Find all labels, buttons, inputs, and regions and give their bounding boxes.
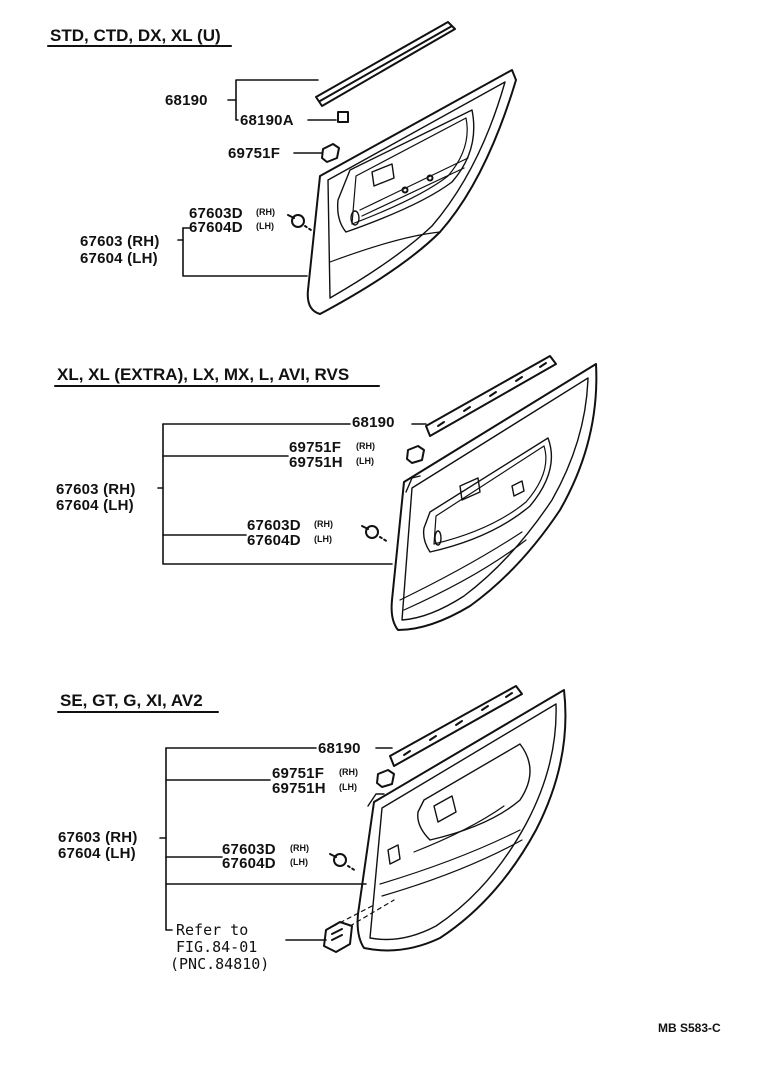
section-2-weatherstrip-68190 xyxy=(425,355,557,437)
reference-note-line-2: FIG.84-01 xyxy=(176,938,258,956)
section-2-clip-69751f xyxy=(406,445,425,464)
part-side-lh: (LH) xyxy=(356,456,374,466)
part-label-69751f: 69751F xyxy=(228,145,281,162)
section-1-screw-67603d xyxy=(287,214,312,231)
part-side-lh: (LH) xyxy=(256,221,274,231)
section-3-heading: SE, GT, G, XI, AV2 xyxy=(60,691,203,710)
part-label-67603: 67603 (RH) xyxy=(58,829,138,846)
part-side-lh: (LH) xyxy=(290,857,308,867)
part-label-67603: 67603 (RH) xyxy=(56,481,136,498)
part-side-lh: (LH) xyxy=(314,534,332,544)
section-1-clip-68190a xyxy=(337,111,349,123)
part-label-67604: 67604 (LH) xyxy=(56,497,134,514)
part-label-67603d: 67603D xyxy=(222,841,276,858)
part-label-68190: 68190 xyxy=(352,414,395,431)
part-label-67603d: 67603D xyxy=(189,205,243,222)
part-side-rh: (RH) xyxy=(256,207,275,217)
reference-note-line-3: (PNC.84810) xyxy=(170,955,270,973)
section-1-weatherstrip-68190 xyxy=(315,21,456,107)
part-label-67604d: 67604D xyxy=(222,855,276,872)
section-3-door-trim-panel xyxy=(356,689,567,952)
part-side-rh: (RH) xyxy=(339,767,358,777)
section-1-door-trim-panel xyxy=(306,69,517,315)
section-1-heading: STD, CTD, DX, XL (U) xyxy=(50,26,221,45)
part-label-69751h: 69751H xyxy=(289,454,343,471)
section-2-leader-lines xyxy=(157,423,427,565)
section-3-leader-lines xyxy=(159,747,393,941)
part-label-69751f: 69751F xyxy=(272,765,325,782)
part-side-lh: (LH) xyxy=(339,782,357,792)
part-side-rh: (RH) xyxy=(356,441,375,451)
part-label-68190: 68190 xyxy=(318,740,361,757)
part-label-67603: 67603 (RH) xyxy=(80,233,160,250)
part-label-67604: 67604 (LH) xyxy=(58,845,136,862)
part-side-rh: (RH) xyxy=(290,843,309,853)
part-label-68190: 68190 xyxy=(165,92,208,109)
section-1-leader-lines xyxy=(177,79,337,277)
section-3-screw-67603d xyxy=(329,853,357,872)
section-3-clip-69751f xyxy=(376,769,395,788)
section-2-heading: XL, XL (EXTRA), LX, MX, L, AVI, RVS xyxy=(57,365,350,384)
section-3-weatherstrip-68190 xyxy=(389,685,523,767)
section-2-screw-67603d xyxy=(361,525,389,543)
part-label-68190a: 68190A xyxy=(240,112,294,129)
reference-note-line-1: Refer to xyxy=(176,921,249,939)
part-label-67604d: 67604D xyxy=(247,532,301,549)
part-label-67604: 67604 (LH) xyxy=(80,250,158,267)
figure-code: MB S583-C xyxy=(658,1021,721,1035)
part-label-67603d: 67603D xyxy=(247,517,301,534)
section-3-power-window-switch xyxy=(323,899,395,953)
part-side-rh: (RH) xyxy=(314,519,333,529)
part-label-67604d: 67604D xyxy=(189,219,243,236)
section-2-door-trim-panel xyxy=(390,363,598,631)
section-1-clip-69751f xyxy=(321,143,340,163)
part-label-69751h: 69751H xyxy=(272,780,326,797)
part-label-69751f: 69751F xyxy=(289,439,342,456)
